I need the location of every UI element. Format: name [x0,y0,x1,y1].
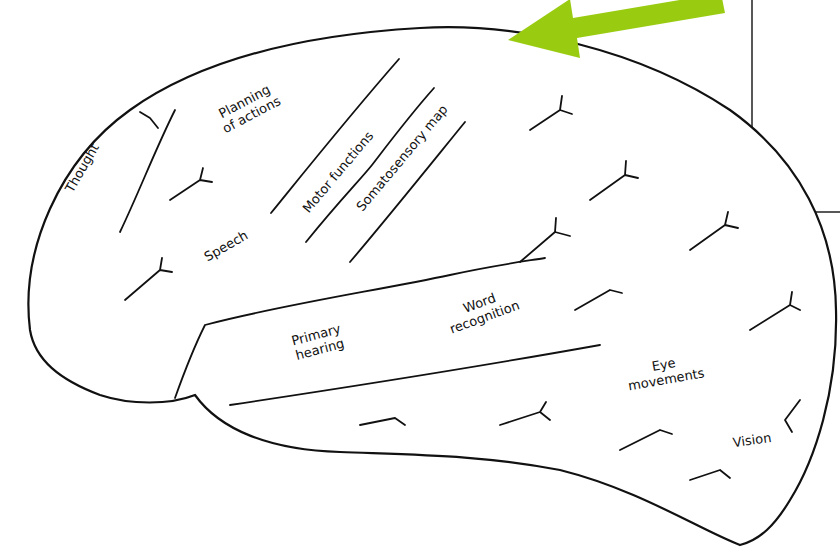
region-label: Planning of actions [209,78,287,138]
brain-outline [28,27,836,545]
sulcus-branch [530,96,572,130]
sulcus-branch [590,161,638,200]
region-label: Somatosensory map [353,102,450,214]
pointer-arrow [508,0,725,58]
sulcus-branch [360,418,405,425]
central-sulcus [306,88,434,242]
sulcus-branch [125,258,172,300]
sulcus-branch [750,292,800,330]
region-label: Eye movements [621,350,709,394]
temporal-sulcus [230,345,600,405]
fissure-branch [520,218,570,262]
sulcus-branch [575,290,622,310]
frontal-sulcus [120,110,175,232]
sulcus-branch [690,470,730,480]
region-label: Primary hearing [282,319,354,365]
sulcus-branch [140,112,158,128]
brain-sulci [120,59,800,480]
region-label: Vision [732,430,773,450]
sulcus-branch [620,430,672,450]
region-label: Thought [62,141,102,195]
region-label: Speech [202,228,251,265]
sulcus-branch [500,402,550,425]
sulcus-branch [785,400,800,432]
sulcus-branch [690,212,738,250]
region-label: Word recognition [436,281,527,339]
lateral-fissure [175,258,545,398]
sulcus-branch [170,168,212,200]
